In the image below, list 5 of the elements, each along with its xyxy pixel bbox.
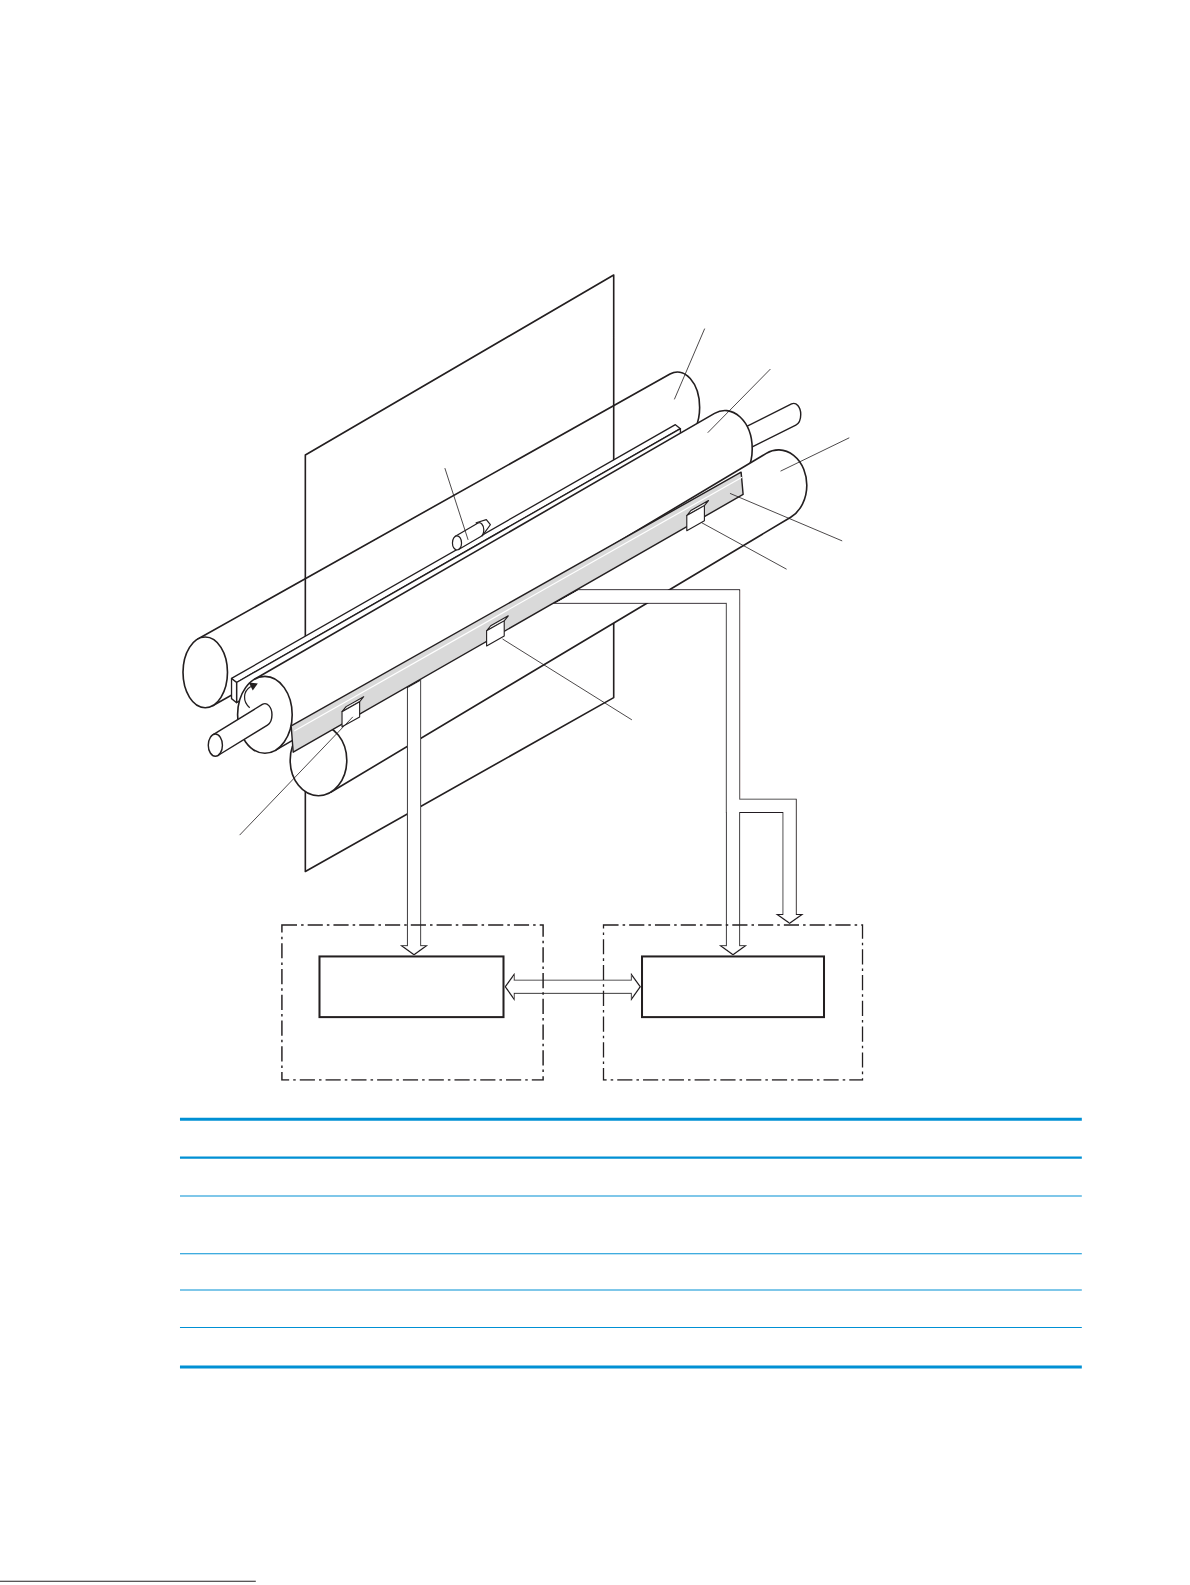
unit-box bbox=[318, 955, 505, 1019]
dash-dot-frame bbox=[602, 924, 864, 1081]
unit-box bbox=[641, 955, 825, 1019]
dash-dot-frame bbox=[281, 924, 544, 1081]
double-hollow-arrow bbox=[504, 972, 641, 1001]
